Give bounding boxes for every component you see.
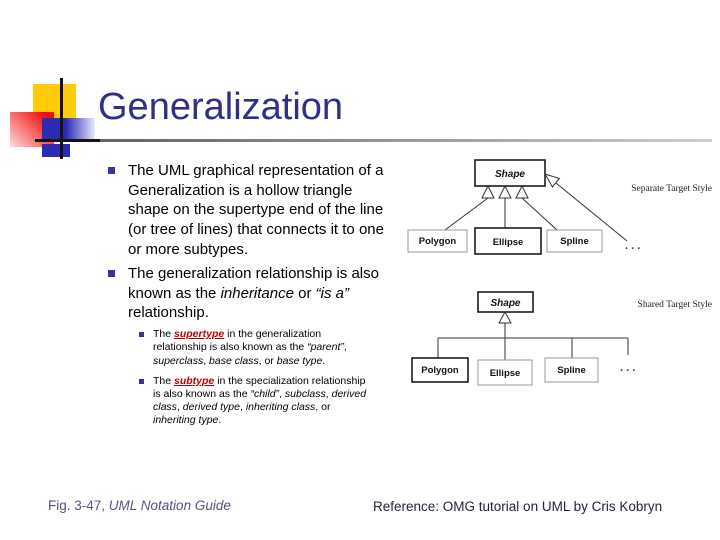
polygon-class-box bbox=[407, 229, 468, 253]
ellipsis-label: . . . bbox=[625, 240, 640, 252]
is-a-term: “is a” bbox=[315, 284, 349, 302]
ellipsis-label: . . . bbox=[620, 362, 635, 374]
spline-class-box bbox=[544, 357, 599, 383]
sub-bullet-item-2: The subtype in the specialization relati… bbox=[137, 375, 415, 428]
shape-class-label: Shape bbox=[490, 298, 520, 309]
bullet-square-icon bbox=[108, 270, 115, 278]
sub-bullet-text-2: The subtype in the specialization relati… bbox=[153, 375, 371, 428]
text-segment: , bbox=[176, 401, 183, 414]
text-segment: or bbox=[293, 284, 316, 302]
bullet-square-icon bbox=[139, 332, 144, 338]
polygon-class-label: Polygon bbox=[421, 365, 459, 376]
bullet-square-icon bbox=[139, 378, 144, 384]
bullet-square-icon bbox=[108, 167, 115, 174]
shape-class-label: Shape bbox=[495, 169, 525, 180]
subtype-term: subtype bbox=[174, 374, 215, 387]
text-segment: relationship. bbox=[128, 304, 209, 322]
bullet-item-2: The generalization relationship is also … bbox=[105, 264, 415, 323]
parent-term: “parent” bbox=[307, 341, 344, 354]
text-segment: The generalization relationship is also … bbox=[128, 265, 379, 302]
generalization-triangle-icon bbox=[498, 184, 512, 199]
text-segment: , bbox=[343, 341, 347, 354]
derived-class-term: derived class bbox=[153, 388, 367, 414]
text-segment: , bbox=[325, 388, 332, 400]
generalization-line bbox=[521, 197, 558, 231]
shared-target-style-label: Shared Target Style bbox=[638, 300, 712, 310]
text-segment: , bbox=[203, 354, 210, 367]
deco-horizontal-line bbox=[35, 139, 105, 142]
generalization-triangle-icon bbox=[498, 310, 512, 324]
sub-bullet-list: The supertype in the generalization rela… bbox=[137, 328, 415, 428]
bullet-text-2: The generalization relationship is also … bbox=[128, 264, 390, 323]
child-term: “child” bbox=[250, 388, 280, 400]
superclass-term: superclass bbox=[153, 354, 204, 367]
separate-target-style-label: Separate Target Style bbox=[631, 184, 712, 194]
text-segment: . bbox=[322, 354, 326, 367]
deco-vertical-line bbox=[60, 78, 63, 159]
sub-bullet-item-1: The supertype in the generalization rela… bbox=[137, 328, 415, 368]
spline-class-label: Spline bbox=[560, 236, 589, 247]
text-segment: The bbox=[153, 374, 175, 387]
reference-text: Reference: OMG tutorial on UML by Cris K… bbox=[373, 499, 663, 514]
text-segment: in the specialization relationship is al… bbox=[153, 374, 366, 400]
subclass-term: subclass bbox=[284, 388, 326, 400]
text-segment: , or bbox=[315, 401, 331, 414]
ellipse-class-box bbox=[474, 227, 542, 255]
text-segment: in the generalization relationship is al… bbox=[153, 328, 322, 354]
text-segment: The bbox=[153, 328, 175, 341]
ellipse-class-box bbox=[477, 359, 533, 386]
generalization-triangle-icon bbox=[515, 184, 529, 199]
generalization-triangle-icon bbox=[481, 184, 495, 199]
uml-diagram-shared-target: Shape Polygon Ellipse Spline . . . Share… bbox=[411, 291, 712, 386]
figure-caption: Fig. 3-47, UML Notation Guide bbox=[48, 498, 231, 513]
base-class-term: base class bbox=[209, 354, 259, 367]
generalization-triangle-icon bbox=[543, 173, 561, 188]
bullet-list: The UML graphical representation of a Ge… bbox=[105, 161, 415, 435]
title-rule bbox=[100, 139, 712, 142]
base-type-term: base type bbox=[276, 354, 323, 367]
deco-blue-square bbox=[42, 118, 95, 142]
ellipse-class-label: Ellipse bbox=[490, 368, 521, 379]
spline-class-box bbox=[546, 229, 603, 253]
sub-bullet-text-1: The supertype in the generalization rela… bbox=[153, 328, 371, 368]
deco-blue-square-small bbox=[42, 144, 70, 157]
generalization-line bbox=[555, 182, 628, 242]
uml-diagram-separate-target: Shape Polygon Ellipse Spline . . . Separ… bbox=[407, 159, 712, 255]
figure-number: Fig. 3-47, bbox=[48, 498, 109, 513]
inheriting-class-term: inheriting class bbox=[245, 401, 316, 414]
bullet-text-1: The UML graphical representation of a Ge… bbox=[128, 162, 384, 258]
figure-source-title: UML Notation Guide bbox=[108, 498, 231, 513]
generalization-line bbox=[444, 197, 489, 231]
bullet-item-1: The UML graphical representation of a Ge… bbox=[105, 161, 415, 259]
polygon-class-box bbox=[411, 357, 469, 383]
text-segment: , bbox=[239, 401, 246, 414]
supertype-term: supertype bbox=[174, 328, 225, 341]
inheriting-type-term: inheriting type bbox=[153, 414, 219, 427]
derived-type-term: derived type bbox=[182, 401, 240, 414]
spline-class-label: Spline bbox=[557, 365, 586, 376]
text-segment: . bbox=[218, 414, 222, 427]
page-title: Generalization bbox=[98, 86, 344, 128]
ellipse-class-label: Ellipse bbox=[493, 237, 524, 248]
text-segment: , bbox=[279, 388, 285, 400]
inheritance-term: inheritance bbox=[220, 284, 294, 302]
shape-class-box bbox=[474, 159, 546, 187]
text-segment: , or bbox=[258, 354, 277, 367]
polygon-class-label: Polygon bbox=[419, 236, 457, 247]
